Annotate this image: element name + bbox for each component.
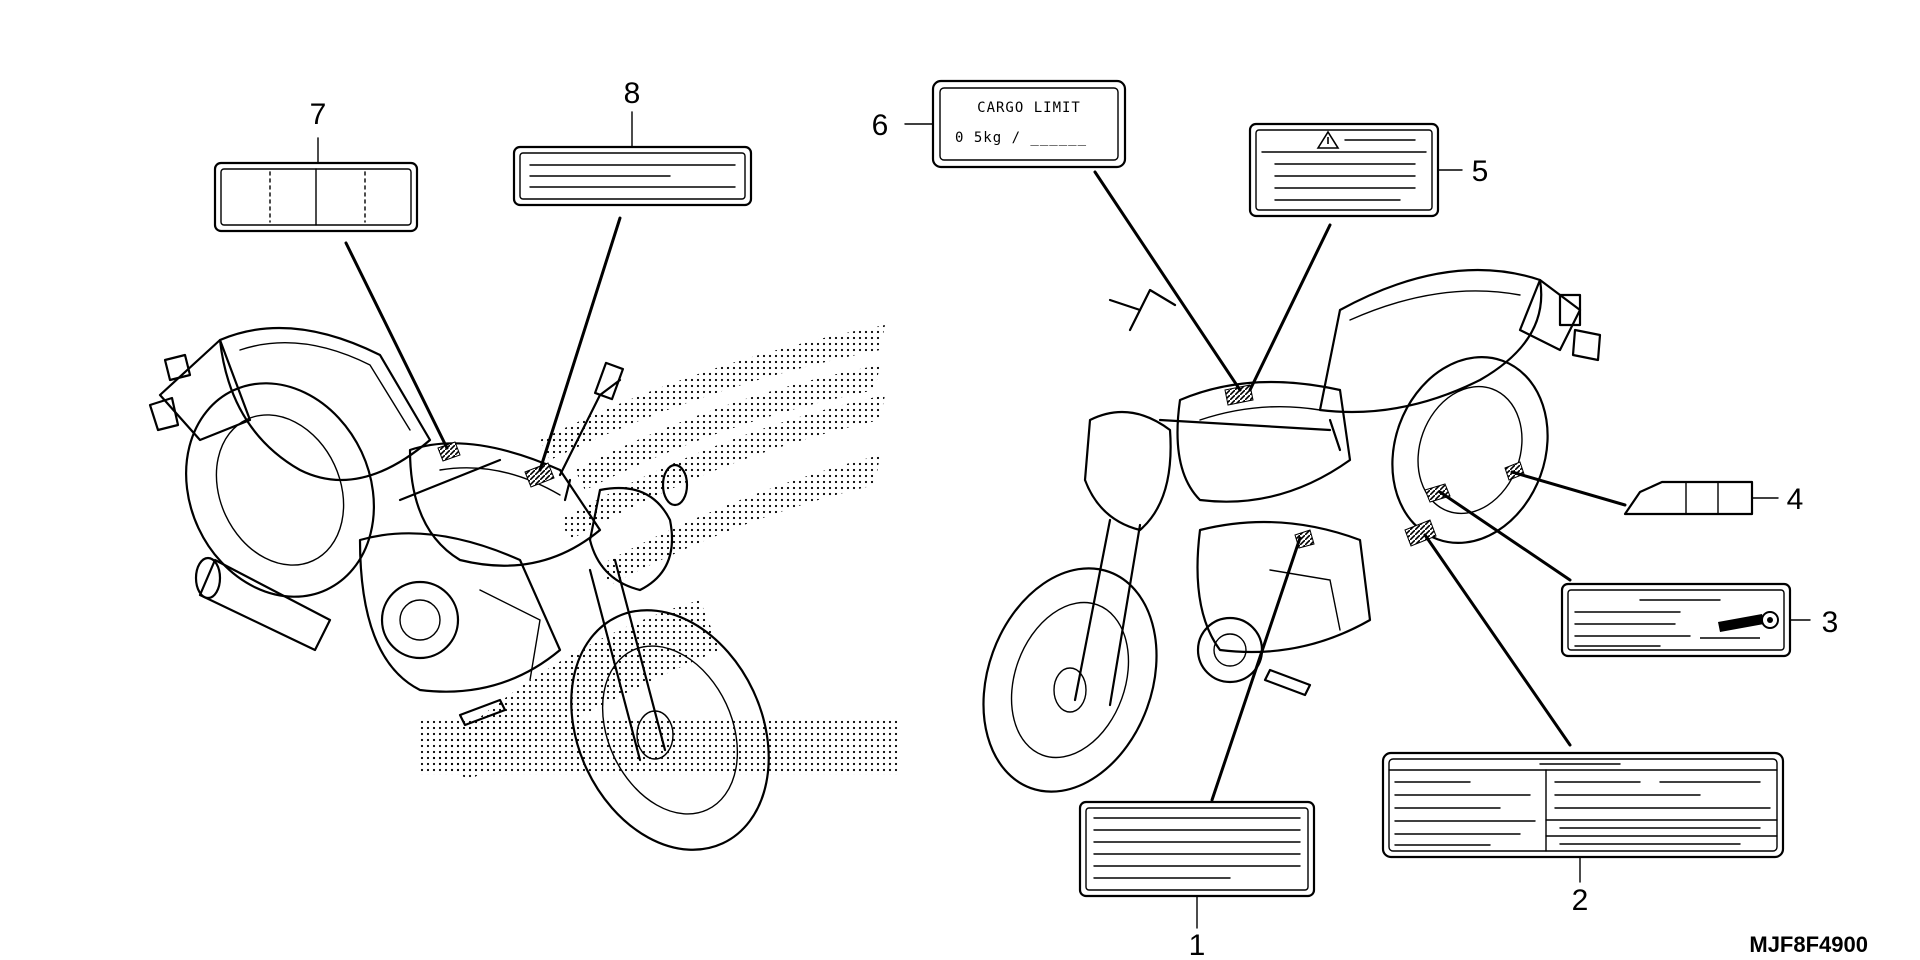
label-2-drawing: 2 <box>1381 751 1785 917</box>
label-spot-3 <box>1424 483 1451 503</box>
diagram-code: MJF8F4900 <box>1749 932 1868 957</box>
label-1-drawing: 1 <box>1078 800 1316 960</box>
cargo-limit-title: CARGO LIMIT <box>977 100 1081 116</box>
label-3-drawing: 3 <box>1560 582 1839 658</box>
callout-5: 5 <box>1472 155 1489 188</box>
label-5-warning: 5 <box>1248 122 1489 218</box>
callout-1: 1 <box>1189 929 1206 960</box>
callout-7: 7 <box>310 98 327 131</box>
label-spot-7 <box>437 441 461 462</box>
callout-4: 4 <box>1787 483 1804 516</box>
label-6-cargo-limit: CARGO LIMIT 0 5kg / ______ 6 <box>872 79 1127 169</box>
key-icon <box>1700 611 1779 639</box>
label-spot-8 <box>524 462 555 488</box>
cargo-limit-value: 0 5kg / ______ <box>955 130 1087 146</box>
label-spot-4 <box>1504 461 1525 481</box>
callout-6: 6 <box>872 109 889 142</box>
leader-lines <box>344 170 1627 802</box>
label-8-drawing: 8 <box>512 77 753 207</box>
motorcycle-left-view <box>148 325 900 851</box>
label-4-drawing: 4 <box>1623 480 1804 516</box>
motorcycle-right-view <box>982 268 1602 793</box>
label-spot-6 <box>1224 384 1254 406</box>
warning-triangle-icon <box>1316 130 1340 149</box>
callout-2: 2 <box>1572 884 1589 917</box>
callout-8: 8 <box>624 77 641 110</box>
label-spot-2 <box>1404 519 1437 547</box>
label-7-drawing: 7 <box>213 98 419 233</box>
callout-3: 3 <box>1822 606 1839 639</box>
